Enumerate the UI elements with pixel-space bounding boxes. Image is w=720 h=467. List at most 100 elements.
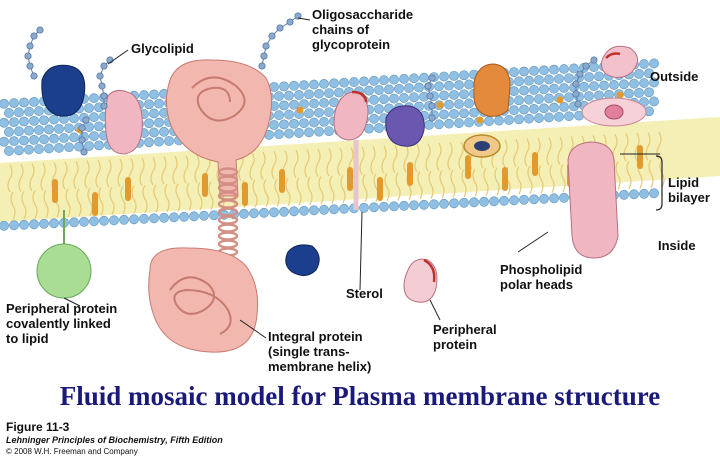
polar-head — [539, 65, 549, 76]
tail — [461, 169, 467, 198]
polar-head — [284, 90, 294, 101]
polar-head — [29, 96, 39, 107]
sugar-residue — [572, 80, 580, 88]
polar-head — [374, 85, 384, 95]
tail — [161, 156, 167, 185]
polar-head — [9, 98, 19, 109]
polar-head — [109, 215, 119, 226]
tail — [29, 163, 35, 192]
tail — [285, 177, 291, 207]
tail — [549, 164, 555, 193]
polar-head — [529, 103, 539, 114]
sterol — [279, 169, 285, 193]
sterol — [242, 182, 248, 206]
tail — [62, 161, 68, 190]
polar-head — [329, 78, 339, 89]
sterol — [637, 145, 643, 169]
polar-head — [399, 74, 409, 84]
polar-head — [284, 109, 294, 120]
polar-head — [19, 97, 29, 108]
pink-protein-right — [567, 141, 619, 259]
polar-head — [644, 68, 654, 79]
tail — [538, 165, 544, 194]
polar-head — [159, 212, 169, 223]
polar-head — [284, 128, 294, 139]
sugar-residue — [572, 90, 580, 98]
polar-head — [429, 199, 439, 210]
polar-head — [364, 85, 374, 96]
polar-head — [649, 96, 659, 107]
polar-head — [14, 126, 24, 137]
polar-head — [644, 87, 654, 98]
sugar-residue — [268, 32, 276, 40]
tail — [109, 186, 115, 215]
polar-head — [19, 135, 29, 146]
sterol-ring — [476, 116, 484, 124]
sugar-residue — [590, 56, 598, 64]
sterol — [502, 167, 508, 191]
polar-head — [504, 115, 514, 125]
polar-head — [299, 118, 309, 129]
polar-head — [9, 136, 19, 147]
tail — [139, 157, 145, 186]
tail — [615, 161, 621, 190]
polar-head — [649, 77, 659, 88]
sugar-residue — [78, 124, 86, 132]
polar-head — [444, 118, 454, 129]
polar-head — [494, 115, 504, 126]
tail — [293, 149, 299, 179]
polar-head — [584, 91, 594, 101]
tail — [634, 132, 640, 161]
polar-head — [559, 102, 569, 112]
polar-head — [309, 98, 319, 109]
tail — [472, 168, 478, 197]
polar-head — [339, 77, 349, 88]
polar-head — [299, 99, 309, 110]
label-phospholipid-heads: Phospholipid polar heads — [500, 262, 583, 292]
label-outside: Outside — [650, 69, 699, 84]
tail — [249, 152, 255, 181]
polar-head — [189, 211, 199, 222]
polar-head — [34, 125, 44, 135]
tail — [337, 147, 343, 176]
tail — [274, 178, 280, 207]
peripheral-protein-top — [333, 91, 369, 141]
polar-head — [389, 93, 399, 104]
sugar-residue — [428, 102, 436, 110]
polar-head — [639, 59, 649, 69]
tail — [502, 139, 508, 168]
polar-head — [34, 106, 44, 116]
polar-head — [24, 144, 34, 155]
polar-head — [274, 129, 284, 140]
tail — [439, 170, 445, 199]
polar-head — [0, 220, 9, 231]
tail — [340, 175, 346, 204]
polar-head — [549, 193, 559, 204]
polar-head — [464, 79, 474, 90]
polar-head — [379, 94, 389, 105]
label-glycolipid: Glycolipid — [131, 41, 194, 56]
sugar-residue — [294, 12, 302, 20]
polar-head — [539, 84, 549, 95]
tail — [18, 163, 24, 192]
polar-head — [139, 213, 149, 224]
tail — [164, 183, 170, 213]
polar-head — [334, 87, 344, 98]
figure-number: Figure 11-3 — [6, 420, 70, 434]
sterol — [532, 152, 538, 176]
polar-head — [449, 89, 459, 100]
leader-line — [63, 297, 81, 307]
tail — [106, 159, 112, 188]
tail — [359, 146, 365, 175]
polar-head — [634, 87, 644, 98]
polar-head — [319, 117, 329, 127]
tail — [326, 148, 332, 177]
polar-head — [594, 71, 604, 82]
polar-head — [49, 218, 59, 229]
polar-head — [94, 140, 104, 151]
polar-head — [639, 78, 649, 88]
polar-head — [49, 114, 59, 125]
purple-protein — [385, 105, 425, 147]
